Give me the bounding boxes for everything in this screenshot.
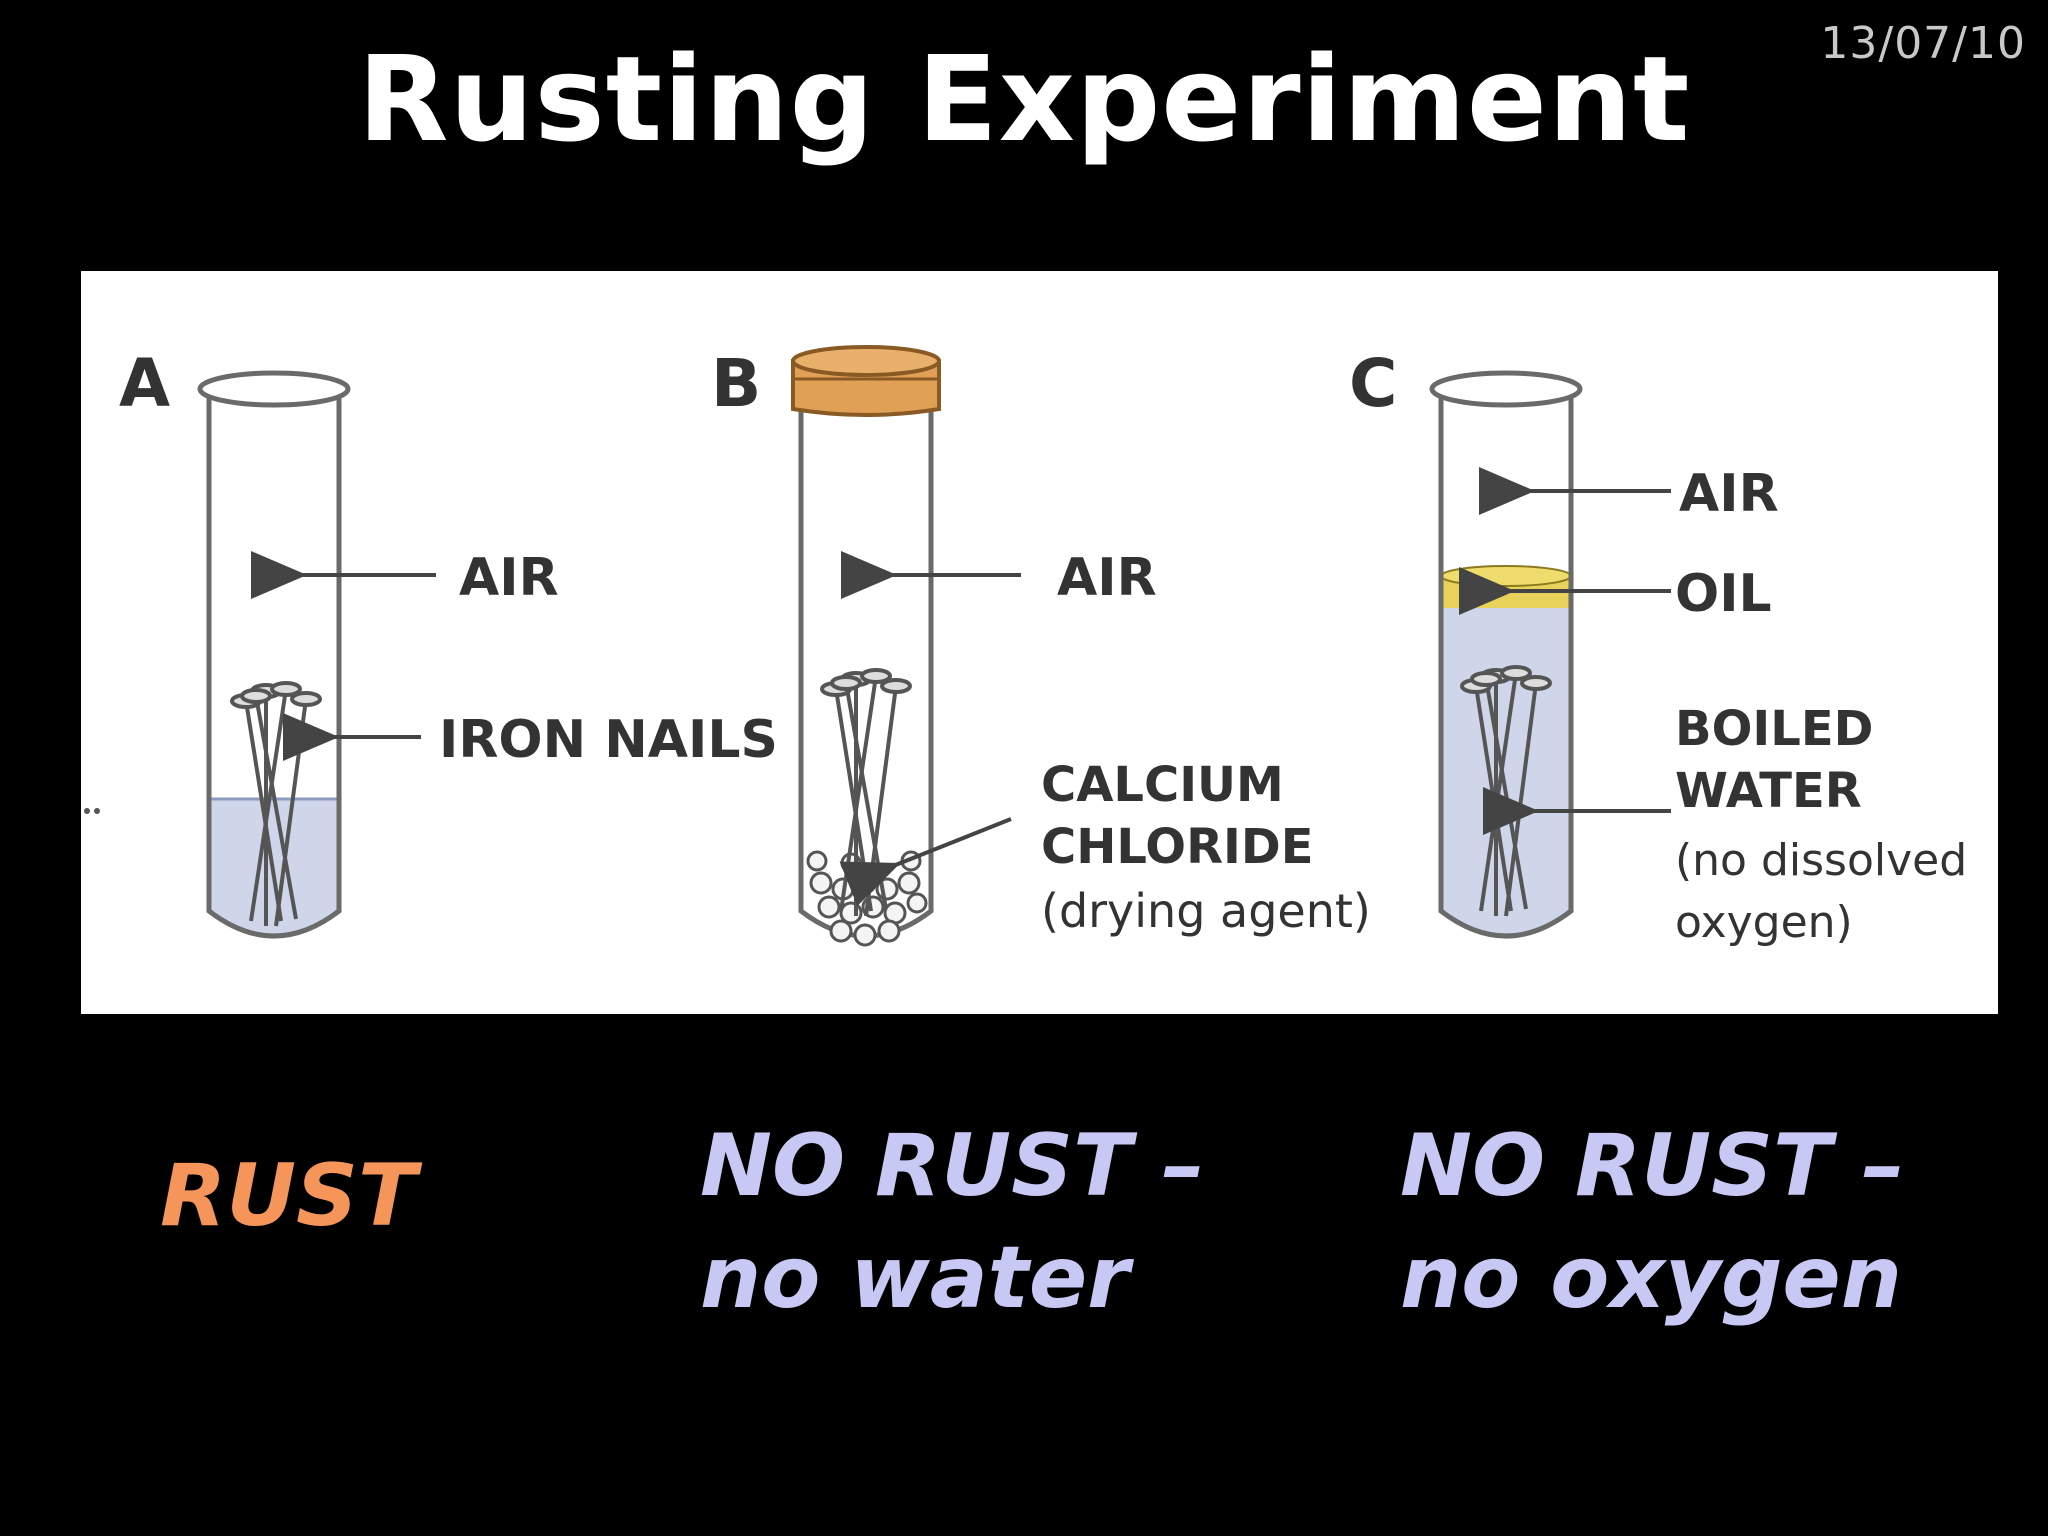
tube-a-air-label: AIR [459,548,559,608]
tube-a-glass [206,391,342,939]
tube-c-letter: C [1349,345,1397,422]
tube-c-air-label: AIR [1679,464,1779,524]
diagram-panel: A AIR IRON NAI [81,271,1998,1014]
tube-a-nails-label: IRON NAILS [439,710,778,770]
tube-c-water-label-4: oxygen) [1675,897,1853,948]
tube-c-oil-label: OIL [1675,564,1772,624]
result-a-line-1: RUST [160,1146,417,1246]
tube-b-nails [820,668,912,917]
tube-b-letter: B [711,345,761,422]
result-b: NO RUST – no water [700,1110,1205,1334]
result-c-line-2: no oxygen [1400,1228,1902,1328]
slide-title: Rusting Experiment [357,30,1691,168]
result-b-line-2: no water [700,1228,1130,1328]
stray-dot [84,808,90,814]
rusting-diagram: A AIR IRON NAI [84,345,1967,948]
tube-a: A AIR IRON NAI [119,345,778,939]
result-a: RUST [160,1140,417,1252]
tube-b-chloride-label-3: (drying agent) [1041,884,1371,938]
tube-b-chloride-arrow [839,817,1012,907]
tube-b-air-label: AIR [1057,548,1157,608]
tube-c-glass [1438,391,1574,939]
stray-dot [94,808,100,814]
tube-c-water-label-3: (no dissolved [1675,835,1967,886]
tube-a-rim [197,370,351,408]
tube-c-water-label-1: BOILED [1675,701,1873,757]
tube-a-letter: A [119,345,170,422]
tube-c: C [1349,345,1967,948]
tube-b-chloride-label-1: CALCIUM [1041,757,1284,813]
tube-b-chloride-label-2: CHLORIDE [1041,819,1314,875]
tube-c-water-label-2: WATER [1675,763,1862,819]
tube-c-rim [1429,370,1583,408]
result-c: NO RUST – no oxygen [1400,1110,1905,1334]
tube-b: B [711,345,1371,947]
result-c-line-1: NO RUST – [1400,1116,1905,1216]
result-b-line-1: NO RUST – [700,1116,1205,1216]
slide-date: 13/07/10 [1820,18,2026,69]
